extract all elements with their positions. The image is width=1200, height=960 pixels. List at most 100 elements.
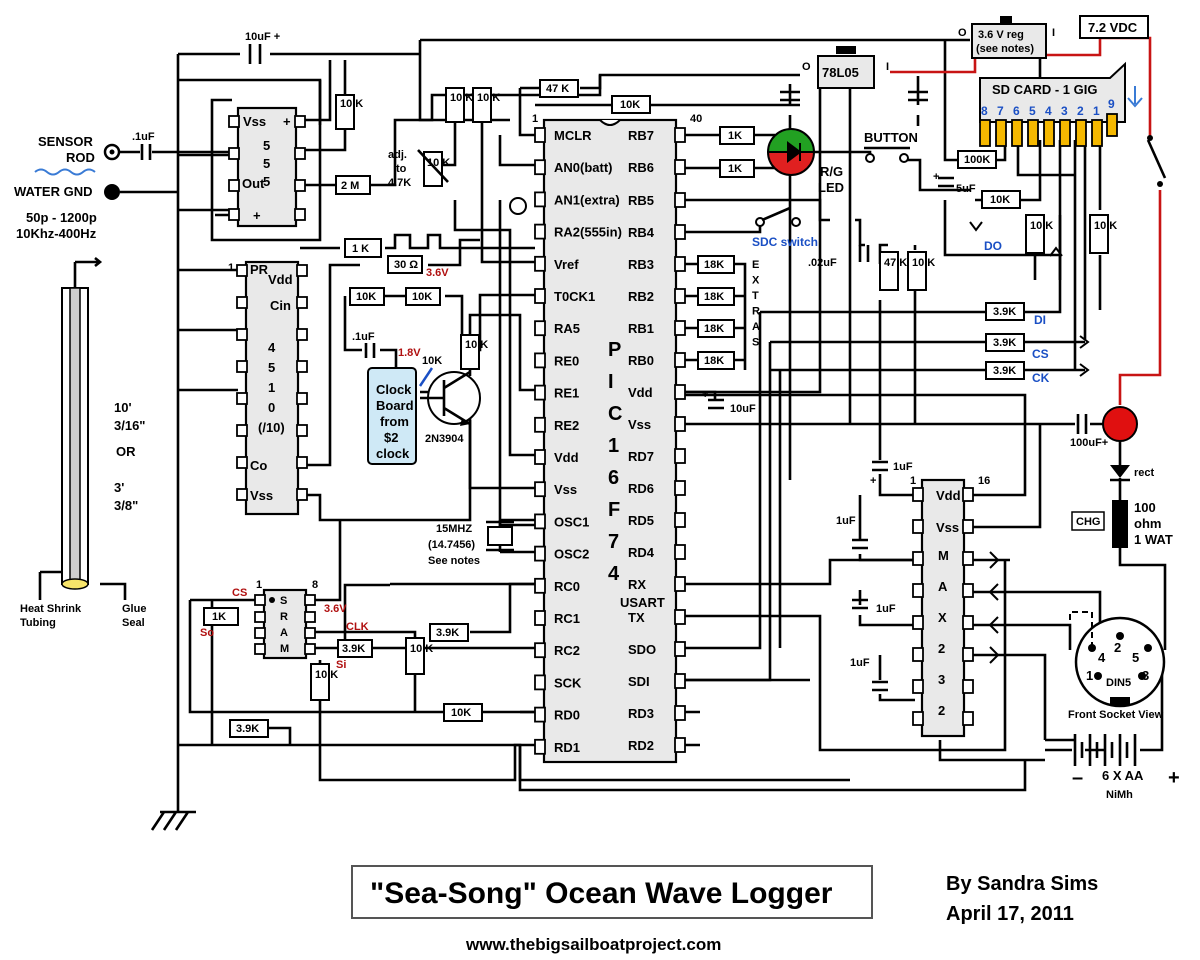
extras-letter: T <box>752 290 759 302</box>
charge-cap-label: 100uF+ <box>1070 437 1108 449</box>
reg36-label-2: (see notes) <box>976 43 1034 55</box>
water-gnd-label: WATER GND <box>14 184 92 199</box>
battery-plus: + <box>1168 767 1180 789</box>
heat-shrink-2: Tubing <box>20 617 56 629</box>
sd-pin-number: 8 <box>981 104 988 118</box>
website: www.thebigsailboatproject.com <box>465 935 721 954</box>
adj-label-2: to <box>396 163 407 175</box>
r47k-label: 47 K <box>546 83 569 95</box>
pic16f74-chip: MCLRAN0(batt)AN1(extra)RA2(555in)VrefT0C… <box>532 113 702 764</box>
sensor-cap-label: .1uF <box>132 131 155 143</box>
ck-r-label: 3.9K <box>993 365 1016 377</box>
sd-pin-number: 4 <box>1045 104 1052 118</box>
led-r1-label: 1K <box>728 130 742 142</box>
r10k-pb-label: 10 K <box>477 92 500 104</box>
sd-pin-number: 3 <box>1061 104 1068 118</box>
sd-passives: 100K + 5uF 10K DO 10 K 10 K 3.9K DI 3.9K… <box>933 150 1117 385</box>
author: By Sandra Sims <box>946 873 1098 895</box>
pic-left-pin-label: RD1 <box>554 740 580 755</box>
extras-letter: A <box>752 321 760 333</box>
555-plus-2: + <box>253 208 261 223</box>
cap-02-label: .02uF <box>808 257 837 269</box>
socket-view-label: Front Socket View <box>1068 709 1164 721</box>
4510-d3: 1 <box>268 380 275 395</box>
max-cap-3: 1uF <box>876 603 896 615</box>
pic-right-pin-label: Vdd <box>628 385 653 400</box>
sd-pin-number: 1 <box>1093 104 1100 118</box>
heat-shrink-1: Heat Shrink <box>20 603 82 615</box>
potentiometer-10k: 10 K <box>417 149 450 187</box>
555-plus: + <box>283 114 291 129</box>
diagram-title: "Sea-Song" Ocean Wave Logger <box>370 877 833 910</box>
din-label: DIN5 <box>1106 677 1131 689</box>
pic-left-pin-label: SCK <box>554 675 582 690</box>
reg78-o: O <box>802 61 811 73</box>
max232-caps: 1uF + 1uF 1uF 1uF <box>836 460 1000 692</box>
r18k-label: 18K <box>704 291 724 303</box>
pic-left-pin-label: RC0 <box>554 579 580 594</box>
res-label-1: 100 <box>1134 500 1156 515</box>
chg-label: CHG <box>1076 516 1100 528</box>
led-r47k-label: 47 K <box>884 257 907 269</box>
pic-right-pin-label: RD4 <box>628 545 655 560</box>
cap-10uf-vdd-label: 10uF <box>730 403 756 415</box>
max-letter: X <box>938 610 947 625</box>
transistor-label: 2N3904 <box>425 433 464 445</box>
resistor-1k-555in: 1 K <box>344 238 382 258</box>
res-label-3: 1 WAT <box>1134 532 1173 547</box>
dia-1: 3/16" <box>114 418 145 433</box>
clock-box-1: Clock <box>376 382 412 397</box>
4510-vss: Vss <box>250 488 273 503</box>
max-pin16: 16 <box>978 475 990 487</box>
r10k-pa-label: 10 K <box>450 92 473 104</box>
sd-r10k-v1-label: 10 K <box>1030 220 1053 232</box>
sram-r10k-2-label: 10 K <box>410 643 433 655</box>
pic-right-pin-label: RD2 <box>628 738 654 753</box>
pic-left-pin-label: OSC1 <box>554 514 589 529</box>
4510-pr: PR <box>250 262 269 277</box>
wires <box>118 38 1167 812</box>
pic-right-pin-label: RB2 <box>628 289 654 304</box>
led-r2-label: 1K <box>728 163 742 175</box>
led-r10k-label: 10 K <box>912 257 935 269</box>
dia-2: 3/8" <box>114 498 138 513</box>
r30-label: 30 Ω <box>394 259 418 271</box>
extras-letter: X <box>752 275 760 287</box>
pic-name-letter: 6 <box>608 467 619 489</box>
sram-pin8: 8 <box>312 579 318 591</box>
resistor-10k-pot-a: 10 K 10 K <box>445 87 500 123</box>
din-pin-1: 1 <box>1086 668 1093 683</box>
clock-area: 30 Ω 3.6V 10K 10K .1uF 1.8V 10K Clock Bo… <box>349 255 488 465</box>
sensor-label: SENSOR <box>38 134 94 149</box>
sram-r10k-rd0-label: 10K <box>451 707 471 719</box>
power-jack <box>1102 406 1138 442</box>
sram-r39k-rc1-label: 3.9K <box>436 627 459 639</box>
sd-pin-number: 7 <box>997 104 1004 118</box>
pic-right-pin-label: RX <box>628 577 646 592</box>
pic-name-letter: I <box>608 371 614 393</box>
max-letter: M <box>938 548 949 563</box>
4510-pin1: 1 <box>228 262 234 274</box>
clock-box-2: Board <box>376 398 414 413</box>
4510-d1: 4 <box>268 340 276 355</box>
pic-right-pin-label: TX <box>628 610 645 625</box>
glue-1: Glue <box>122 603 146 615</box>
sram-letter: M <box>280 643 289 655</box>
sd-pin-number: 2 <box>1077 104 1084 118</box>
555-vss: Vss <box>243 114 266 129</box>
max-letter: 3 <box>938 672 945 687</box>
nimh-label: NiMh <box>1106 789 1133 801</box>
cap-10uf-top: 10uF + <box>245 31 280 64</box>
battery-minus: – <box>1072 767 1083 789</box>
r10k-c-label: 10K <box>422 355 442 367</box>
sd-r100k-label: 100K <box>964 154 990 166</box>
pic-pin40: 40 <box>690 113 702 125</box>
cs-label: CS <box>1032 347 1049 361</box>
cap-range: 50p - 1200p <box>26 210 97 225</box>
sram-r39k-si-label: 3.9K <box>342 643 365 655</box>
pic-left-pin-label: RC1 <box>554 611 580 626</box>
sram-v36: 3.6V <box>324 603 347 615</box>
pic-right-pin-label: RD5 <box>628 513 654 528</box>
clock-board <box>367 367 417 465</box>
